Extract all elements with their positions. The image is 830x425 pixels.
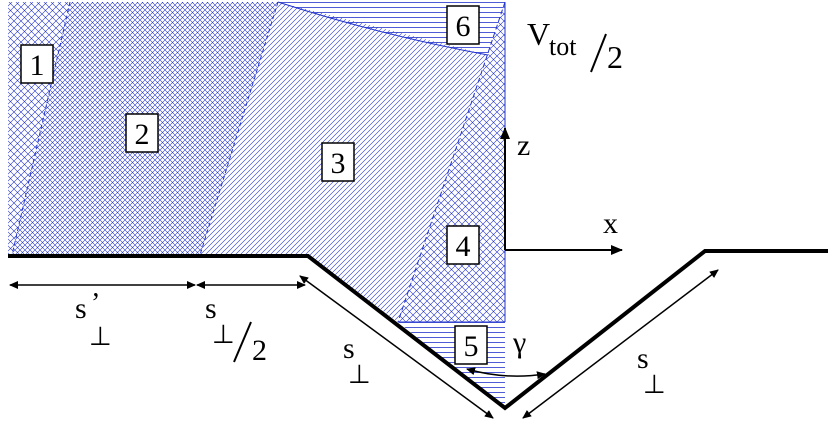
left-slope-arrow [299, 275, 494, 419]
angle-label: γ [512, 326, 526, 359]
volume-denominator: 2 [607, 39, 623, 75]
dimension-left-slope: s ⊥ [299, 275, 494, 419]
s-half-denominator: 2 [252, 334, 267, 367]
right-slope-symbol: s [637, 342, 649, 375]
dimension-right-slope: s ⊥ [522, 269, 719, 419]
right-slope-arrow [522, 269, 719, 419]
dimension-s-half: s ⊥ 2 [196, 281, 306, 367]
left-slope-symbol: s [343, 332, 355, 365]
angle-arc [466, 367, 546, 380]
angle-gamma: γ [466, 326, 546, 380]
region-2-3-boundary [199, 1, 279, 256]
s-prime-subscript: ⊥ [89, 322, 112, 351]
x-axis-label: x [603, 207, 618, 240]
region-label-4: 4 [456, 230, 471, 263]
axes: z x [500, 127, 623, 255]
s-prime-symbol: s [75, 292, 87, 325]
region-1-2-boundary [11, 1, 71, 256]
dimension-s-prime: s ’ ⊥ [9, 281, 196, 351]
left-slope-subscript: ⊥ [348, 360, 371, 389]
surface-profile [8, 249, 828, 411]
region-label-3: 3 [331, 147, 346, 180]
region-label-1: 1 [30, 49, 45, 82]
volume-subscript: tot [549, 32, 577, 61]
region-label-6: 6 [456, 10, 471, 43]
region-6-boundary [277, 1, 489, 56]
s-half-subscript: ⊥ [212, 320, 235, 349]
volume-fraction-label: V tot 2 [527, 16, 623, 75]
s-half-slash [233, 321, 252, 363]
volume-slash [590, 33, 607, 73]
region-label-2: 2 [135, 118, 150, 151]
region-3-4-boundary [397, 1, 506, 323]
volume-symbol: V [527, 16, 550, 52]
z-axis-label: z [517, 129, 530, 162]
s-prime-mark: ’ [91, 288, 100, 319]
region-label-5: 5 [464, 330, 479, 363]
right-slope-subscript: ⊥ [643, 370, 666, 399]
s-half-symbol: s [205, 292, 217, 325]
